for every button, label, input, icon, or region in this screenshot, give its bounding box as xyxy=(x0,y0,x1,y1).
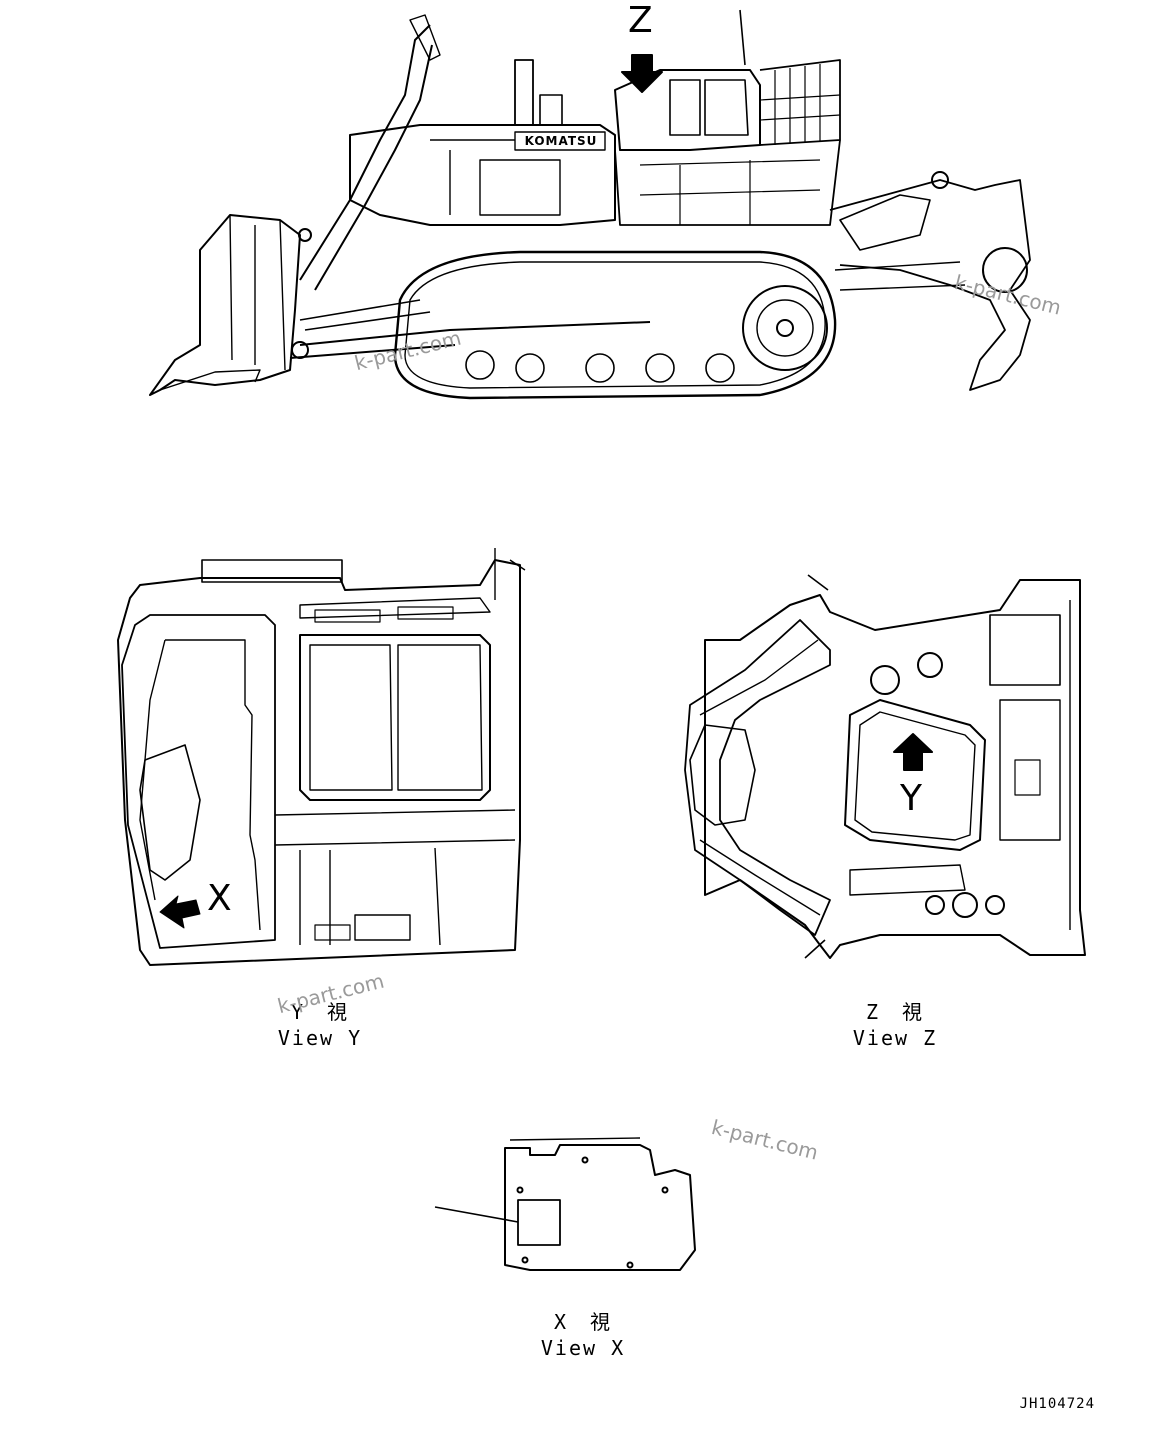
view-y-caption-jp: Y 視 xyxy=(290,1000,350,1024)
view-x-drawing xyxy=(434,1137,696,1271)
view-x-caption-en: View X xyxy=(540,1336,626,1360)
view-z-drawing xyxy=(684,574,1086,959)
cab xyxy=(614,69,761,151)
label-plate xyxy=(517,1199,561,1246)
view-y-drawing xyxy=(117,548,526,966)
arrow-z-letter: Z xyxy=(628,0,653,41)
drawing-code: JH104724 xyxy=(1019,1396,1095,1412)
brand-label: KOMATSU xyxy=(524,134,598,148)
arrow-y-icon xyxy=(893,733,933,771)
arrow-x-icon xyxy=(159,895,201,929)
arrow-x-letter: X xyxy=(207,878,232,919)
ripper xyxy=(829,179,1031,391)
view-z-caption-jp: Z 視 xyxy=(865,1000,925,1024)
leader-line xyxy=(434,1206,519,1223)
view-x-caption-jp: X 視 xyxy=(553,1310,613,1334)
view-z-caption-en: View Z xyxy=(852,1026,938,1050)
arrow-y-letter: Y xyxy=(900,778,922,819)
track xyxy=(393,250,837,400)
bulldozer-side-view xyxy=(149,9,1031,400)
blade xyxy=(149,214,301,396)
arrow-z-icon xyxy=(621,54,663,93)
view-y-caption-en: View Y xyxy=(277,1026,363,1050)
